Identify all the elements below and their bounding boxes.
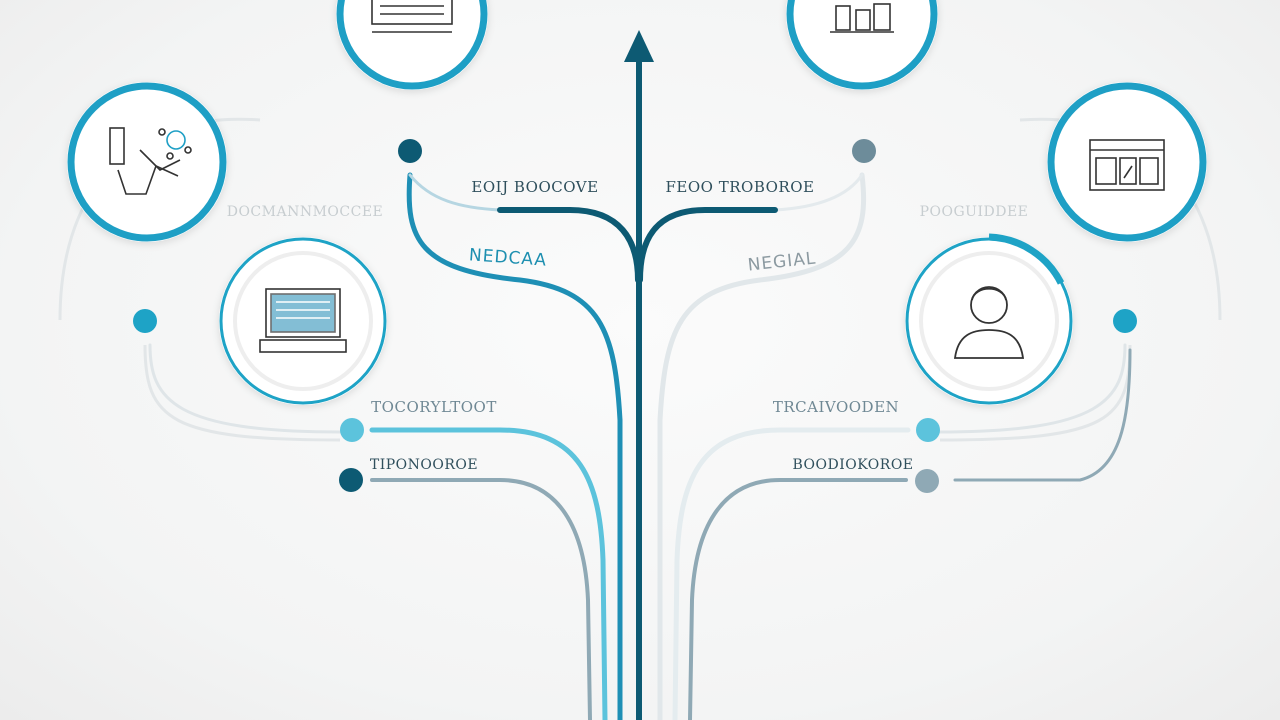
node-lower-right-2 xyxy=(915,469,939,493)
upper-left-pale xyxy=(408,173,502,212)
icon-circle-user xyxy=(905,233,1073,405)
branch-pale-left xyxy=(148,343,342,434)
laptop-icon xyxy=(259,288,347,353)
node-far-left xyxy=(133,309,157,333)
branch-grey-left xyxy=(370,478,592,720)
branch-grey-right xyxy=(688,478,908,720)
icon-circle-medical xyxy=(67,82,227,242)
node-far-right xyxy=(1113,309,1137,333)
label-faint-left: DOCMANNMOCCEE xyxy=(226,204,384,220)
icon-circle-laptop xyxy=(219,237,387,405)
label-lower-left: TOCORYLTOOT xyxy=(371,398,497,416)
upper-right-curve xyxy=(657,172,867,720)
medical-molecule-icon xyxy=(109,127,192,195)
branch-light-right xyxy=(672,427,911,720)
books-icon xyxy=(830,3,894,33)
branch-light-left xyxy=(369,427,608,720)
branch-pale-right xyxy=(938,343,1127,434)
right-branch-lines xyxy=(672,343,1132,720)
user-avatar-icon xyxy=(953,286,1025,359)
monitor-icon xyxy=(371,0,453,33)
upper-right-pale xyxy=(773,173,864,212)
branch-curve-right xyxy=(953,348,1132,482)
node-upper-left xyxy=(398,139,422,163)
icon-circle-monitor xyxy=(336,0,488,90)
left-branch-lines xyxy=(148,343,608,720)
label-faint-right: POOGUIDDEE xyxy=(919,204,1029,220)
label-lower-right: TRCAIVOODEN xyxy=(772,398,900,416)
node-upper-right xyxy=(852,139,876,163)
label-bottom-right: BOODIOKOROE xyxy=(792,457,914,473)
node-lower-left-2 xyxy=(339,468,363,492)
central-trunk xyxy=(497,57,778,720)
icon-circle-browser xyxy=(1047,82,1207,242)
trunk-arrowhead xyxy=(624,30,654,62)
label-bottom-left: TIPONOOROE xyxy=(369,457,479,473)
upper-left-curve xyxy=(406,172,623,720)
label-top-left: EOIJ BOOCOVE xyxy=(471,178,599,196)
nodes xyxy=(133,139,1137,493)
browser-window-icon xyxy=(1089,139,1165,191)
node-lower-right-1 xyxy=(916,418,940,442)
label-top-right: FEOO TROBOROE xyxy=(665,178,815,196)
icon-circle-books xyxy=(786,0,938,90)
node-lower-left-1 xyxy=(340,418,364,442)
